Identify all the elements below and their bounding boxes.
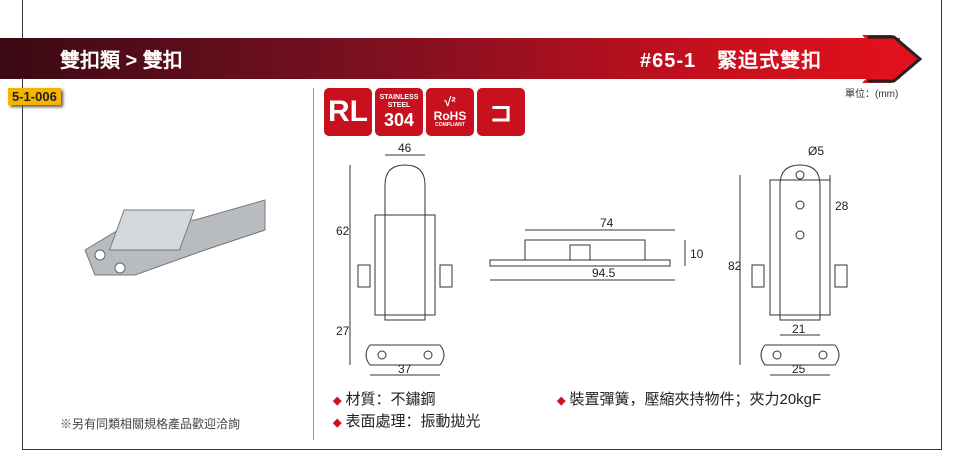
rohs-text: RoHS <box>433 108 467 123</box>
page-title: #65-1 緊迫式雙扣 <box>640 50 823 72</box>
page-frame <box>22 0 942 450</box>
dim-62: 62 <box>336 224 350 238</box>
steel-text: STAINLESS STEEL <box>379 93 419 109</box>
check-icon: √² <box>444 93 456 109</box>
product-code: 5-1-006 <box>8 88 61 105</box>
product-photo <box>84 199 266 276</box>
clamp-icon: ⊐ <box>477 88 525 136</box>
rl-badge: RL <box>324 88 372 136</box>
dim-28: 28 <box>835 199 849 213</box>
unit-label: 單位：(mm) <box>845 89 899 100</box>
feature-text: 材質：不鏽鋼 <box>345 391 436 408</box>
dim-94-5: 94.5 <box>592 266 616 280</box>
breadcrumb: 雙扣類 > 雙扣 <box>60 50 183 72</box>
feature-spring: ◆裝置彈簧，壓縮夾持物件；夾力20kgF <box>557 391 822 408</box>
note-text: ※另有同類相關規格產品歡迎洽詢 <box>60 417 241 431</box>
header-band <box>0 38 900 79</box>
divider <box>313 88 314 440</box>
dim-21: 21 <box>792 322 806 336</box>
feature-material: ◆材質：不鏽鋼 <box>333 391 436 408</box>
steel-number: 304 <box>383 109 415 130</box>
dim-46: 46 <box>398 141 412 155</box>
dim-82: 82 <box>728 259 742 273</box>
dim-37: 37 <box>398 362 412 376</box>
feature-finish: ◆表面處理：振動拋光 <box>333 413 481 430</box>
dim-25: 25 <box>792 362 806 376</box>
dim-27: 27 <box>336 324 350 338</box>
feature-text: 表面處理：振動拋光 <box>345 413 481 430</box>
technical-drawing: 46 62 27 37 74 94.5 10 Ø5 28 82 21 25 <box>336 141 849 376</box>
dim-phi5: Ø5 <box>808 144 824 158</box>
dim-10: 10 <box>690 247 704 261</box>
rohs-sub: COMPLIANT <box>435 122 465 129</box>
feature-text: 裝置彈簧，壓縮夾持物件；夾力20kgF <box>569 391 822 408</box>
arrow-icon <box>862 35 922 83</box>
dim-74: 74 <box>600 216 614 230</box>
